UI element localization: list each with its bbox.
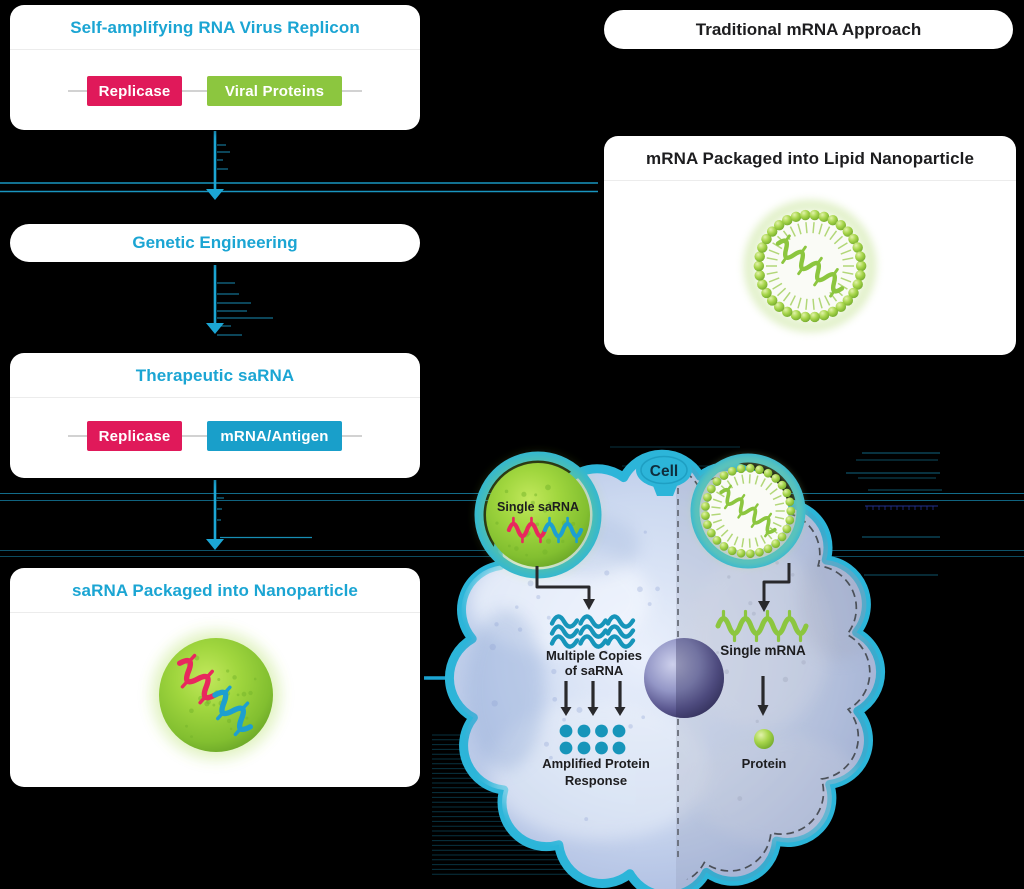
lipid-nanoparticle xyxy=(743,199,877,333)
multiple-copies-line2: of saRNA xyxy=(565,663,624,678)
therapeutic-sarna-card: Therapeutic saRNA Replicase mRNA/Antigen xyxy=(10,353,420,478)
mrna-lnp-card: mRNA Packaged into Lipid Nanoparticle xyxy=(604,136,1016,355)
right-arrow xyxy=(424,669,467,687)
green-vesicle xyxy=(471,448,605,582)
cell-label: Cell xyxy=(650,463,678,480)
therapeutic-gene-construct: Replicase mRNA/Antigen xyxy=(10,398,420,478)
rna-squiggle xyxy=(506,516,584,544)
cell-membrane xyxy=(444,449,886,889)
sarna-copy-wave xyxy=(605,634,636,649)
protein-label: Protein xyxy=(742,756,787,771)
rna-squiggle xyxy=(176,653,254,737)
lipid-nanoparticle-icon xyxy=(743,199,877,333)
entry-arrow xyxy=(758,563,791,612)
cell-label-blob xyxy=(636,452,692,496)
amplified-protein-dot xyxy=(559,741,573,755)
nucleus xyxy=(644,638,724,718)
replicase-gene: Replicase xyxy=(87,76,182,106)
amplified-response-line2: Response xyxy=(565,773,627,788)
rna-squiggle xyxy=(715,609,809,643)
sarna-copy-wave xyxy=(578,614,608,629)
replicon-card: Self-amplifying RNA Virus Replicon Repli… xyxy=(10,5,420,130)
single-mrna-label: Single mRNA xyxy=(720,643,806,658)
amplified-protein-dot xyxy=(577,724,591,738)
sarna-copy-wave xyxy=(578,634,608,649)
amplified-response-line1: Amplified Protein xyxy=(542,756,650,771)
entry-arrow xyxy=(535,566,595,610)
sarna-copy-wave xyxy=(605,624,636,639)
rna-squiggle xyxy=(775,234,845,298)
gene-label: mRNA/Antigen xyxy=(220,427,329,445)
single-sarna-label: Single saRNA xyxy=(497,500,579,514)
protein-dot xyxy=(754,729,774,749)
traditional-mrna-header: Traditional mRNA Approach xyxy=(604,10,1013,49)
amplified-protein-dot xyxy=(559,724,573,738)
gene-label: Viral Proteins xyxy=(224,82,325,100)
therapeutic-card-title: Therapeutic saRNA xyxy=(10,353,420,398)
sarna-copy-wave xyxy=(578,624,608,639)
sarna-copy-wave xyxy=(549,614,580,629)
replicase-gene: Replicase xyxy=(87,421,182,451)
down-arrow xyxy=(206,265,273,336)
amplified-protein-dot xyxy=(577,741,591,755)
mrna-antigen-gene: mRNA/Antigen xyxy=(207,421,342,451)
cell-interior xyxy=(636,452,871,880)
amplified-protein-dot xyxy=(612,741,626,755)
down-arrow xyxy=(206,480,224,550)
cell-annotations: Cell Single saRNA Multiple Copies of saR… xyxy=(497,463,806,788)
traditional-mrna-title: Traditional mRNA Approach xyxy=(695,19,922,39)
replicon-card-title: Self-amplifying RNA Virus Replicon xyxy=(10,5,420,50)
cytoplasm-texture xyxy=(465,455,881,889)
comb-artifact xyxy=(865,505,938,510)
packaged-card-title: saRNA Packaged into Nanoparticle xyxy=(10,568,420,613)
sarna-copy-wave xyxy=(549,634,580,649)
membrane-ring xyxy=(474,451,602,579)
amplified-protein-dot xyxy=(612,724,626,738)
rna-squiggle xyxy=(719,484,777,538)
gene-label: Replicase xyxy=(98,427,171,445)
amplified-protein-dot xyxy=(595,724,608,738)
lipid-nanoparticle xyxy=(692,455,804,567)
cell-illustration: Cell Single saRNA Multiple Copies of saR… xyxy=(444,448,886,889)
membrane-ring xyxy=(690,453,806,569)
gene-label: Replicase xyxy=(98,82,171,100)
genetic-engineering-pill: Genetic Engineering xyxy=(10,224,420,262)
mrna-lnp-card-title: mRNA Packaged into Lipid Nanoparticle xyxy=(604,136,1016,181)
genetic-engineering-title: Genetic Engineering xyxy=(132,233,298,252)
down-arrow xyxy=(206,131,230,200)
multiple-copies-line1: Multiple Copies xyxy=(546,648,642,663)
viral-proteins-gene: Viral Proteins xyxy=(207,76,342,106)
amplified-protein-dot xyxy=(595,741,608,755)
sarna-copy-wave xyxy=(605,614,636,629)
sarna-copy-wave xyxy=(549,624,580,639)
vesicles-and-pathways xyxy=(471,448,809,755)
replicon-gene-construct: Replicase Viral Proteins xyxy=(10,50,420,130)
dashed-outline xyxy=(675,466,871,880)
sarna-nanoparticle-icon xyxy=(143,622,289,768)
sarna-packaged-card: saRNA Packaged into Nanoparticle xyxy=(10,568,420,787)
